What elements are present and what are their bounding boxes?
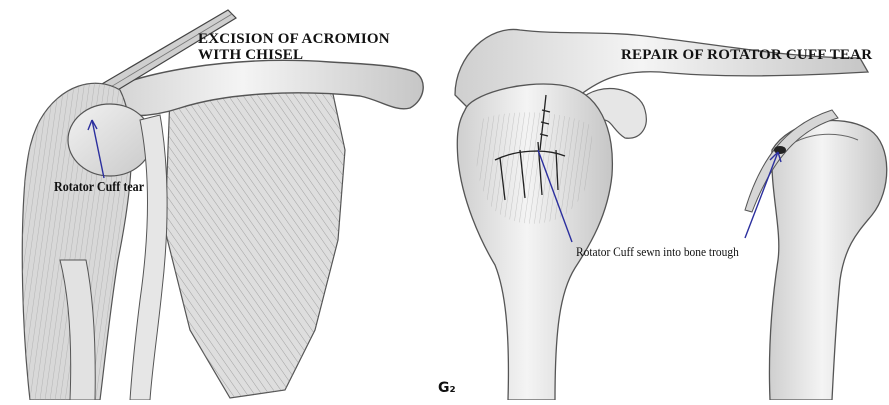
right-callout-label: Rotator Cuff sewn into bone trough bbox=[576, 244, 739, 260]
left-panel-illustration bbox=[22, 10, 423, 400]
humerus-lateral bbox=[769, 120, 886, 400]
left-title-line1: EXCISION OF ACROMION bbox=[198, 31, 390, 47]
figure-mark: G₂ bbox=[438, 380, 456, 396]
left-title-line2: WITH CHISEL bbox=[198, 47, 303, 63]
right-panel-illustration bbox=[455, 29, 887, 400]
left-callout-label: Rotator Cuff tear bbox=[54, 180, 144, 196]
right-title: REPAIR OF ROTATOR CUFF TEAR bbox=[621, 47, 872, 63]
humeral-head bbox=[68, 104, 152, 176]
